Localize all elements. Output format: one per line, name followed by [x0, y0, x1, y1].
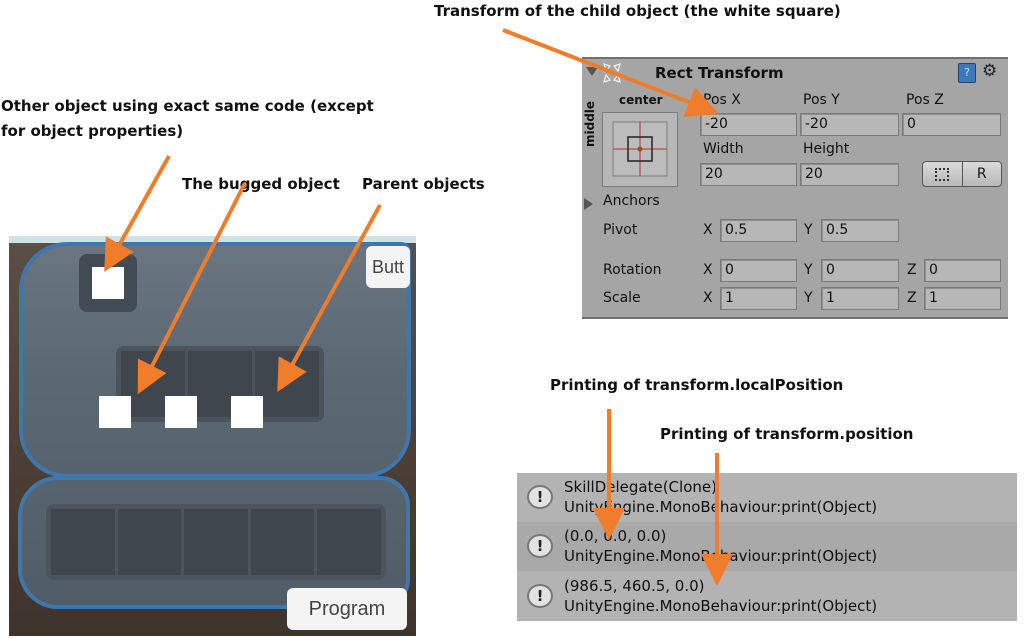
- rotation-z-field[interactable]: 0: [924, 259, 1001, 282]
- annotation-parent-objects: Parent objects: [362, 175, 485, 193]
- log-message: (986.5, 460.5, 0.0): [564, 577, 705, 595]
- parent-panel-top: [19, 242, 411, 478]
- height-field[interactable]: 20: [800, 163, 899, 186]
- annotation-printing-world: Printing of transform.position: [660, 425, 914, 443]
- log-message: (0.0, 0.0, 0.0): [564, 527, 667, 545]
- anchors-label[interactable]: Anchors: [603, 193, 660, 209]
- parent-inventory-bar-bottom: [46, 504, 386, 580]
- pos-y-label: Pos Y: [803, 92, 840, 108]
- parent-inventory-bar-top: [116, 346, 324, 422]
- anchor-presets-button[interactable]: [602, 112, 678, 187]
- scale-y-label[interactable]: Y: [804, 290, 813, 306]
- gear-icon[interactable]: ⚙: [982, 61, 998, 81]
- log-entry[interactable]: ! SkillDelegate(Clone) UnityEngine.MonoB…: [517, 473, 1017, 522]
- log-stacktrace: UnityEngine.MonoBehaviour:print(Object): [564, 547, 878, 565]
- bugged-object-square[interactable]: [231, 396, 263, 428]
- log-message: SkillDelegate(Clone): [564, 478, 717, 496]
- rotation-label: Rotation: [603, 262, 662, 278]
- scale-z-label[interactable]: Z: [907, 290, 917, 306]
- info-bubble-icon: !: [527, 584, 553, 608]
- log-entry[interactable]: ! (986.5, 460.5, 0.0) UnityEngine.MonoBe…: [517, 572, 1017, 621]
- other-object-slot: [79, 254, 137, 312]
- inventory-cell[interactable]: [117, 509, 182, 575]
- inventory-cell[interactable]: [51, 509, 115, 575]
- rotation-y-label[interactable]: Y: [804, 262, 813, 278]
- log-stacktrace: UnityEngine.MonoBehaviour:print(Object): [564, 498, 878, 516]
- pos-y-field[interactable]: -20: [800, 113, 899, 136]
- pos-x-field[interactable]: -20: [700, 113, 797, 136]
- other-object-white-square[interactable]: [92, 267, 124, 299]
- rect-transform-icon: [603, 62, 621, 84]
- rotation-y-field[interactable]: 0: [821, 259, 899, 282]
- scale-label: Scale: [603, 290, 641, 306]
- scale-x-field[interactable]: 1: [720, 287, 797, 310]
- pivot-y-field[interactable]: 0.5: [821, 219, 899, 242]
- foldout-arrow-icon[interactable]: [586, 67, 598, 76]
- anchors-foldout-arrow-icon[interactable]: [584, 198, 593, 210]
- scale-x-label[interactable]: X: [703, 290, 713, 306]
- annotation-transform-child: Transform of the child object (the white…: [434, 2, 841, 20]
- component-header[interactable]: Rect Transform ? ⚙: [582, 59, 1008, 87]
- inventory-cell[interactable]: [255, 351, 319, 417]
- pos-z-field[interactable]: 0: [902, 113, 1001, 136]
- rotation-x-field[interactable]: 0: [720, 259, 797, 282]
- anchor-preset-vertical-label: middle: [583, 100, 597, 147]
- log-entry[interactable]: ! (0.0, 0.0, 0.0) UnityEngine.MonoBehavi…: [517, 522, 1017, 571]
- scale-y-field[interactable]: 1: [821, 287, 899, 310]
- inventory-cell[interactable]: [184, 509, 248, 575]
- width-field[interactable]: 20: [700, 163, 797, 186]
- annotation-bugged-object: The bugged object: [182, 175, 340, 193]
- raw-edit-button[interactable]: R: [976, 166, 987, 182]
- annotation-printing-local: Printing of transform.localPosition: [550, 376, 844, 394]
- rect-transform-inspector: Rect Transform ? ⚙ center middle Pos X P…: [582, 57, 1008, 319]
- info-bubble-icon: !: [527, 534, 553, 558]
- help-book-icon[interactable]: ?: [958, 63, 976, 83]
- annotation-other-object-line2: for object properties): [1, 122, 184, 140]
- blueprint-raw-toggle: R: [922, 161, 1002, 187]
- pos-z-label: Pos Z: [906, 92, 944, 108]
- bugged-object-square[interactable]: [165, 396, 197, 428]
- pivot-x-field[interactable]: 0.5: [720, 219, 797, 242]
- pivot-y-label[interactable]: Y: [804, 222, 813, 238]
- anchor-preset-horizontal-label: center: [619, 93, 663, 107]
- program-button[interactable]: Program: [287, 588, 407, 630]
- pivot-x-label[interactable]: X: [703, 222, 713, 238]
- info-bubble-icon: !: [527, 485, 553, 509]
- height-label: Height: [803, 141, 850, 157]
- anchor-preset-icon: [612, 121, 668, 177]
- width-label: Width: [703, 141, 744, 157]
- game-view: Butt Program: [9, 236, 416, 636]
- rotation-x-label[interactable]: X: [703, 262, 713, 278]
- parent-panel-bottom: [18, 476, 410, 609]
- dotted-rect-icon: [935, 167, 950, 181]
- butt-button[interactable]: Butt: [366, 246, 410, 288]
- scale-z-field[interactable]: 1: [924, 287, 1001, 310]
- blueprint-mode-button[interactable]: [923, 162, 963, 186]
- component-title: Rect Transform: [655, 64, 784, 82]
- pos-x-label: Pos X: [703, 92, 741, 108]
- inventory-cell[interactable]: [250, 509, 315, 575]
- annotation-other-object-line1: Other object using exact same code (exce…: [1, 97, 374, 115]
- bugged-object-square[interactable]: [99, 396, 131, 428]
- rotation-z-label[interactable]: Z: [907, 262, 917, 278]
- console-log-panel: ! SkillDelegate(Clone) UnityEngine.MonoB…: [517, 473, 1017, 621]
- inventory-cell[interactable]: [317, 509, 381, 575]
- pivot-label: Pivot: [603, 222, 638, 238]
- log-stacktrace: UnityEngine.MonoBehaviour:print(Object): [564, 597, 878, 615]
